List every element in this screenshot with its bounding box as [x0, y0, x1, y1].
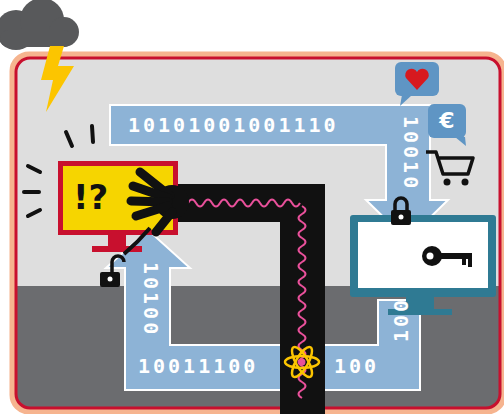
- lightning-bolt: [41, 46, 74, 112]
- wall: [16, 58, 500, 408]
- key-hole: [427, 253, 434, 260]
- atom-orbit: [288, 344, 315, 379]
- shock-line: [66, 132, 72, 146]
- padlock-body: [391, 210, 411, 225]
- binary-bits: 100: [388, 297, 414, 342]
- key-bow: [422, 246, 442, 266]
- frame-border: [16, 58, 500, 408]
- binary-bits: 10011100: [138, 353, 258, 379]
- padlock-shackle: [112, 256, 124, 272]
- hand-finger: [131, 201, 168, 202]
- closed-padlock: [391, 198, 411, 225]
- photon-wave: [188, 200, 300, 207]
- lock-cable: [124, 228, 150, 254]
- heart-icon: [405, 69, 429, 90]
- shock-line: [28, 210, 40, 216]
- atom-symbol: [285, 344, 319, 379]
- binary-bits: 10100: [138, 262, 164, 337]
- hand-finger: [136, 206, 168, 216]
- speech-bubble: [395, 62, 439, 96]
- shock-line: [28, 166, 40, 172]
- hand-thumb: [156, 212, 172, 232]
- eavesdropper-hand: [124, 172, 189, 254]
- open-padlock: [100, 256, 124, 287]
- receiver-monitor: [350, 215, 496, 297]
- hand-finger: [133, 186, 168, 198]
- speech-bubble-tail: [455, 137, 466, 146]
- monitor-stand: [108, 234, 126, 248]
- storm-cloud: [0, 0, 79, 112]
- receiver-screen: [358, 222, 488, 288]
- cart-wheel: [444, 179, 451, 186]
- cart-wheel: [462, 179, 469, 186]
- currency-bubble: €: [428, 104, 466, 138]
- shock-line: [92, 126, 93, 142]
- frame-glow: [13, 55, 503, 411]
- padlock-body: [100, 272, 120, 287]
- shock-line: [24, 190, 39, 194]
- key-tooth: [462, 258, 466, 265]
- key-tooth: [468, 258, 472, 267]
- padlock-shackle: [395, 198, 407, 211]
- cloud-base: [0, 30, 72, 47]
- atom-orbit: [288, 344, 315, 379]
- shopping-cart: [426, 152, 473, 186]
- binary-bits: 10010: [398, 116, 424, 191]
- atom-nucleus: [299, 359, 306, 366]
- padlock-keyhole: [399, 215, 404, 220]
- binary-bits: 100: [334, 353, 379, 379]
- padlock-keyhole: [108, 277, 113, 282]
- key-shaft: [440, 253, 472, 259]
- quantum-channel: [175, 184, 325, 414]
- key-icon: [422, 246, 472, 267]
- node-label: €: [428, 104, 466, 138]
- cart-basket: [426, 152, 473, 174]
- binary-bits: 10101001001110: [128, 112, 339, 138]
- atom-orbit: [285, 356, 319, 368]
- speech-bubble-tail: [400, 95, 412, 106]
